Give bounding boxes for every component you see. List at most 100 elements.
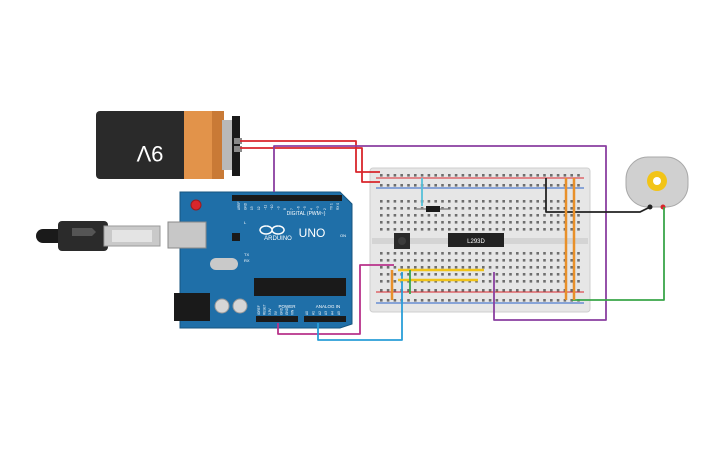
breadboard-hole[interactable] xyxy=(461,184,465,187)
breadboard-hole[interactable] xyxy=(475,221,478,224)
breadboard-hole[interactable] xyxy=(488,207,492,210)
breadboard-hole[interactable] xyxy=(570,259,573,262)
breadboard-hole[interactable] xyxy=(556,299,560,302)
breadboard-hole[interactable] xyxy=(434,221,437,224)
breadboard-hole[interactable] xyxy=(386,299,390,302)
breadboard-hole[interactable] xyxy=(577,221,580,224)
breadboard-hole[interactable] xyxy=(393,200,397,203)
breadboard-hole[interactable] xyxy=(529,207,533,210)
breadboard-hole[interactable] xyxy=(488,273,492,276)
breadboard-hole[interactable] xyxy=(420,259,424,262)
breadboard-hole[interactable] xyxy=(488,228,492,231)
breadboard-hole[interactable] xyxy=(556,289,560,292)
breadboard-hole[interactable] xyxy=(509,280,512,283)
breadboard-hole[interactable] xyxy=(407,280,410,283)
breadboard-hole[interactable] xyxy=(400,228,403,231)
push-button[interactable] xyxy=(394,233,410,249)
breadboard-hole[interactable] xyxy=(577,200,580,203)
breadboard-hole[interactable] xyxy=(468,207,471,210)
breadboard-hole[interactable] xyxy=(454,299,458,302)
breadboard-hole[interactable] xyxy=(454,228,458,231)
breadboard-hole[interactable] xyxy=(434,280,437,283)
breadboard-hole[interactable] xyxy=(407,214,410,217)
breadboard-hole[interactable] xyxy=(427,200,431,203)
breadboard-hole[interactable] xyxy=(393,207,397,210)
breadboard-hole[interactable] xyxy=(577,174,580,177)
breadboard-hole[interactable] xyxy=(414,266,417,269)
breadboard-hole[interactable] xyxy=(461,221,465,224)
breadboard-hole[interactable] xyxy=(482,200,485,203)
breadboard-hole[interactable] xyxy=(420,174,424,177)
breadboard-hole[interactable] xyxy=(488,299,492,302)
breadboard-hole[interactable] xyxy=(550,289,553,292)
breadboard-hole[interactable] xyxy=(380,252,383,255)
breadboard-hole[interactable] xyxy=(393,252,397,255)
breadboard-hole[interactable] xyxy=(529,266,533,269)
breadboard-hole[interactable] xyxy=(543,174,546,177)
breadboard-hole[interactable] xyxy=(536,174,539,177)
breadboard-hole[interactable] xyxy=(475,273,478,276)
breadboard-hole[interactable] xyxy=(434,174,437,177)
breadboard-hole[interactable] xyxy=(529,200,533,203)
breadboard-hole[interactable] xyxy=(577,266,580,269)
breadboard-hole[interactable] xyxy=(536,252,539,255)
breadboard-hole[interactable] xyxy=(468,228,471,231)
breadboard-hole[interactable] xyxy=(488,289,492,292)
breadboard-hole[interactable] xyxy=(543,289,546,292)
breadboard-hole[interactable] xyxy=(570,266,573,269)
breadboard-hole[interactable] xyxy=(577,184,580,187)
breadboard-hole[interactable] xyxy=(516,266,519,269)
breadboard-hole[interactable] xyxy=(516,259,519,262)
breadboard-hole[interactable] xyxy=(522,207,526,210)
breadboard-hole[interactable] xyxy=(570,273,573,276)
breadboard-hole[interactable] xyxy=(434,184,437,187)
breadboard-hole[interactable] xyxy=(516,184,519,187)
breadboard-hole[interactable] xyxy=(407,184,410,187)
breadboard-hole[interactable] xyxy=(420,289,424,292)
breadboard-hole[interactable] xyxy=(570,174,573,177)
breadboard-hole[interactable] xyxy=(577,273,580,276)
breadboard-hole[interactable] xyxy=(495,174,499,177)
breadboard-hole[interactable] xyxy=(427,221,431,224)
breadboard-hole[interactable] xyxy=(550,259,553,262)
breadboard-hole[interactable] xyxy=(414,214,417,217)
breadboard-hole[interactable] xyxy=(516,289,519,292)
breadboard-hole[interactable] xyxy=(516,252,519,255)
breadboard-hole[interactable] xyxy=(482,259,485,262)
breadboard-hole[interactable] xyxy=(516,200,519,203)
breadboard-hole[interactable] xyxy=(536,207,539,210)
breadboard-hole[interactable] xyxy=(380,207,383,210)
breadboard-hole[interactable] xyxy=(475,214,478,217)
breadboard-hole[interactable] xyxy=(441,214,444,217)
breadboard-hole[interactable] xyxy=(441,184,444,187)
breadboard-hole[interactable] xyxy=(434,200,437,203)
breadboard-hole[interactable] xyxy=(570,214,573,217)
breadboard-hole[interactable] xyxy=(441,252,444,255)
breadboard-hole[interactable] xyxy=(529,299,533,302)
breadboard-hole[interactable] xyxy=(570,184,573,187)
breadboard-hole[interactable] xyxy=(414,259,417,262)
breadboard-hole[interactable] xyxy=(461,228,465,231)
battery-9v[interactable]: 9V xyxy=(96,111,242,179)
breadboard-hole[interactable] xyxy=(468,280,471,283)
breadboard-hole[interactable] xyxy=(468,259,471,262)
breadboard-hole[interactable] xyxy=(386,228,390,231)
breadboard-hole[interactable] xyxy=(420,299,424,302)
breadboard-hole[interactable] xyxy=(529,228,533,231)
breadboard-hole[interactable] xyxy=(427,174,431,177)
breadboard-hole[interactable] xyxy=(441,228,444,231)
breadboard-hole[interactable] xyxy=(400,214,403,217)
breadboard-hole[interactable] xyxy=(536,280,539,283)
breadboard-hole[interactable] xyxy=(414,289,417,292)
breadboard-hole[interactable] xyxy=(543,214,546,217)
breadboard-hole[interactable] xyxy=(529,280,533,283)
breadboard-hole[interactable] xyxy=(543,228,546,231)
breadboard-hole[interactable] xyxy=(563,299,567,302)
breadboard-hole[interactable] xyxy=(414,228,417,231)
breadboard-hole[interactable] xyxy=(380,200,383,203)
breadboard-hole[interactable] xyxy=(468,273,471,276)
breadboard-hole[interactable] xyxy=(556,200,560,203)
breadboard-hole[interactable] xyxy=(543,252,546,255)
breadboard-hole[interactable] xyxy=(556,273,560,276)
breadboard-hole[interactable] xyxy=(556,228,560,231)
